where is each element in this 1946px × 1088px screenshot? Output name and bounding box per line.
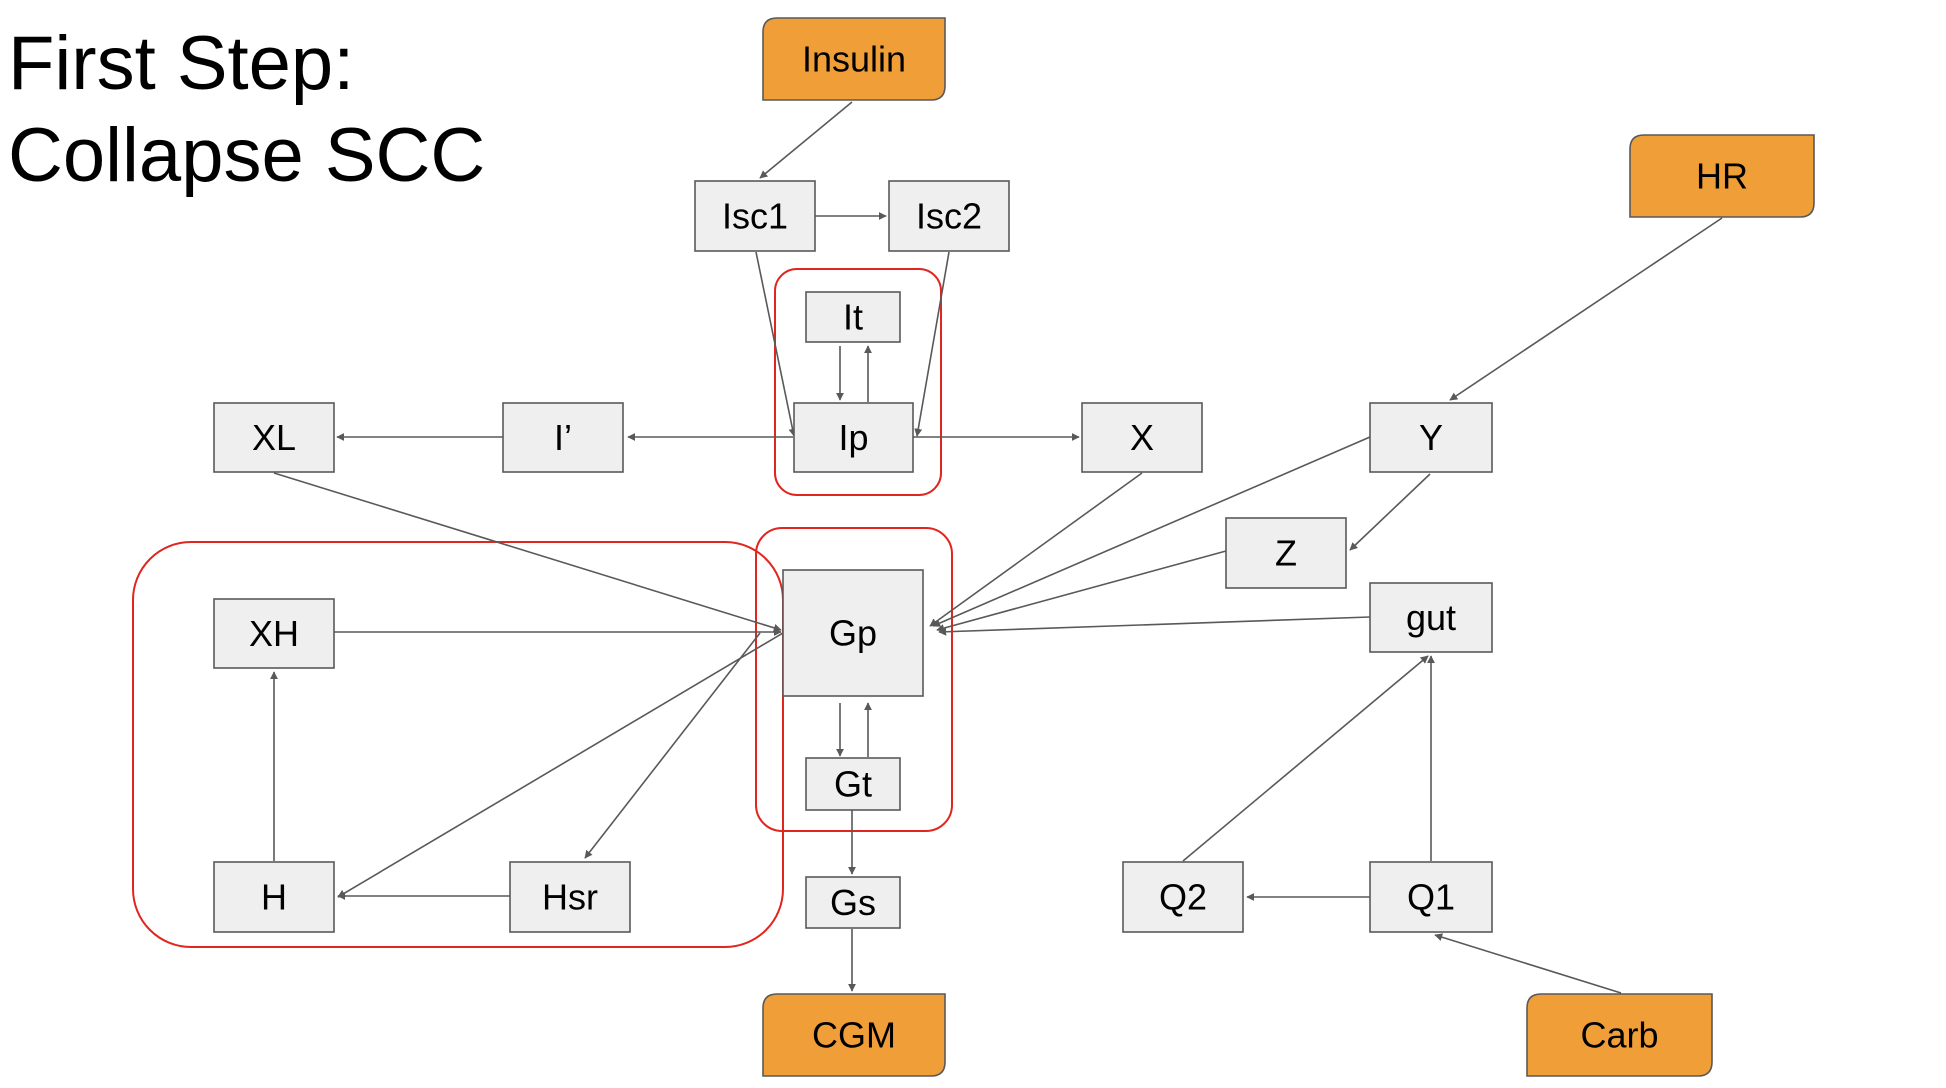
node-q1-shape bbox=[1369, 861, 1493, 933]
node-z-label: Z bbox=[1275, 533, 1297, 574]
node-x: X bbox=[1081, 402, 1203, 473]
node-gut-shape bbox=[1369, 582, 1493, 653]
edge-hr-to-y bbox=[1449, 217, 1723, 401]
node-it: It bbox=[805, 291, 901, 343]
node-it-label: It bbox=[843, 297, 863, 338]
node-q1: Q1 bbox=[1369, 861, 1493, 933]
edge-y-to-gp bbox=[932, 436, 1371, 627]
node-xh-shape bbox=[213, 598, 335, 669]
edge-gut-to-gp bbox=[938, 616, 1371, 636]
edge-q2-to-gut bbox=[1182, 655, 1429, 862]
node-isc1: Isc1 bbox=[694, 180, 816, 252]
edge-gp-to-h bbox=[337, 632, 784, 898]
node-iprime-shape bbox=[502, 402, 624, 473]
node-gt: Gt bbox=[805, 757, 901, 811]
node-xl: XL bbox=[213, 402, 335, 473]
node-cgm-shape bbox=[762, 993, 946, 1077]
node-gut-label: gut bbox=[1406, 597, 1456, 638]
node-gt-shape bbox=[805, 757, 901, 811]
node-it-shape bbox=[805, 291, 901, 343]
title-line-1: First Step: bbox=[8, 21, 355, 106]
node-isc2: Isc2 bbox=[888, 180, 1010, 252]
node-hr: HR bbox=[1629, 134, 1815, 218]
node-isc1-shape bbox=[694, 180, 816, 252]
node-gs-label: Gs bbox=[830, 882, 876, 923]
node-xh: XH bbox=[213, 598, 335, 669]
scc-glucose-outline bbox=[755, 527, 953, 832]
node-ip-label: Ip bbox=[838, 417, 868, 458]
slide-title: First Step: Collapse SCC bbox=[8, 18, 485, 202]
node-hr-label: HR bbox=[1696, 156, 1748, 197]
node-z: Z bbox=[1225, 517, 1347, 589]
node-z-shape bbox=[1225, 517, 1347, 589]
node-cgm-label: CGM bbox=[812, 1015, 896, 1056]
node-y: Y bbox=[1369, 402, 1493, 473]
node-hsr-label: Hsr bbox=[542, 877, 598, 918]
node-gp: Gp bbox=[782, 569, 924, 697]
node-insulin: Insulin bbox=[762, 17, 946, 101]
node-hsr-shape bbox=[509, 861, 631, 933]
edge-y-to-z bbox=[1349, 473, 1431, 551]
node-ip: Ip bbox=[793, 402, 914, 473]
node-gut: gut bbox=[1369, 582, 1493, 653]
node-h: H bbox=[213, 861, 335, 933]
node-hr-shape bbox=[1629, 134, 1815, 218]
node-iprime-label: I’ bbox=[554, 417, 572, 458]
node-y-label: Y bbox=[1419, 417, 1443, 458]
node-x-shape bbox=[1081, 402, 1203, 473]
node-q2-shape bbox=[1122, 861, 1244, 933]
edge-xl-to-gp bbox=[273, 472, 782, 632]
node-q2: Q2 bbox=[1122, 861, 1244, 933]
edge-z-to-gp bbox=[936, 550, 1227, 632]
edge-isc2-to-ip bbox=[914, 251, 950, 437]
edge-gp-to-hsr bbox=[584, 632, 761, 859]
node-q1-label: Q1 bbox=[1407, 877, 1455, 918]
node-xh-label: XH bbox=[249, 613, 299, 654]
node-xl-shape bbox=[213, 402, 335, 473]
title-line-2: Collapse SCC bbox=[8, 113, 486, 198]
node-isc1-label: Isc1 bbox=[722, 196, 788, 237]
node-insulin-shape bbox=[762, 17, 946, 101]
node-gs: Gs bbox=[805, 876, 901, 929]
node-carb: Carb bbox=[1526, 993, 1713, 1077]
node-x-label: X bbox=[1130, 417, 1154, 458]
edge-layer bbox=[270, 101, 1723, 994]
node-y-shape bbox=[1369, 402, 1493, 473]
node-h-shape bbox=[213, 861, 335, 933]
node-iprime: I’ bbox=[502, 402, 624, 473]
node-h-label: H bbox=[261, 877, 287, 918]
node-ip-shape bbox=[793, 402, 914, 473]
edge-insulin-to-isc1 bbox=[759, 101, 853, 179]
edge-x-to-gp bbox=[929, 472, 1143, 627]
edge-carb-to-q1 bbox=[1434, 933, 1622, 994]
scc-insulin-outline bbox=[774, 268, 942, 496]
node-carb-label: Carb bbox=[1580, 1015, 1658, 1056]
node-gt-label: Gt bbox=[834, 764, 872, 805]
node-gp-shape bbox=[782, 569, 924, 697]
node-insulin-label: Insulin bbox=[802, 39, 906, 80]
node-xl-label: XL bbox=[252, 417, 296, 458]
node-q2-label: Q2 bbox=[1159, 877, 1207, 918]
node-isc2-label: Isc2 bbox=[916, 196, 982, 237]
node-hsr: Hsr bbox=[509, 861, 631, 933]
node-gs-shape bbox=[805, 876, 901, 929]
node-isc2-shape bbox=[888, 180, 1010, 252]
node-gp-label: Gp bbox=[829, 613, 877, 654]
node-carb-shape bbox=[1526, 993, 1713, 1077]
node-cgm: CGM bbox=[762, 993, 946, 1077]
edge-isc1-to-ip bbox=[755, 251, 797, 437]
scc-hormone-outline bbox=[132, 541, 784, 948]
scc-outline-layer bbox=[132, 268, 953, 948]
